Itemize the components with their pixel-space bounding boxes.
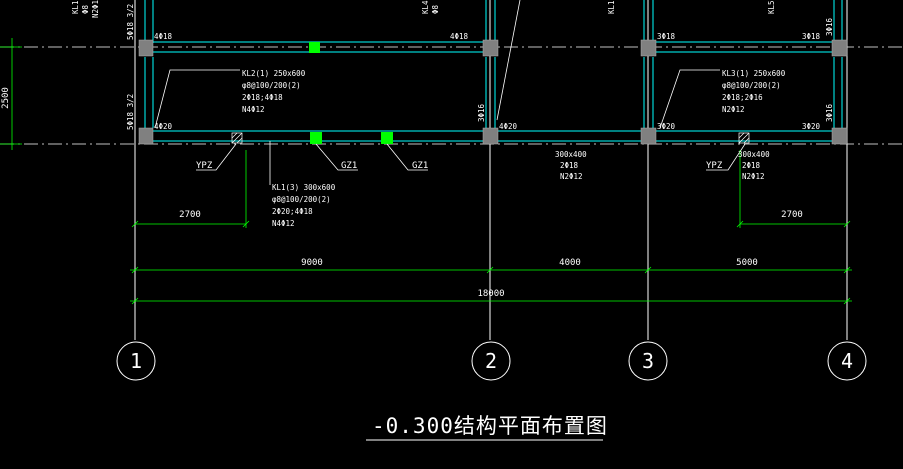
axis-label-3: 3 [642, 349, 654, 373]
leader-ypz-left [196, 143, 237, 171]
axis-bubble-1 [116, 341, 156, 381]
column-2a [482, 39, 499, 57]
dim-text-2700-right: 2700 [781, 210, 803, 220]
dim-text-9000: 9000 [301, 258, 323, 268]
kl1-line-2: φ8@100/200(2) [272, 195, 331, 204]
top-cut-note-2: Φ8 [431, 4, 440, 14]
axis-label-1: 1 [130, 349, 142, 373]
rebar-right-v2: 3Φ16 [825, 17, 834, 36]
gz-bottom-b [381, 132, 393, 144]
axis-label-2: 2 [485, 349, 497, 373]
kl1-line-4: N4Φ12 [272, 219, 295, 228]
rebar-bot-a4: 3Φ20 [802, 122, 821, 131]
span23-line-2: 2Φ18 [560, 161, 579, 170]
top-cut-note-3: N2Φ12 [91, 0, 100, 18]
column-1b [138, 127, 154, 145]
beam-kl1-annotation: KL1(3) 300x600 φ8@100/200(2) 2Φ20;4Φ18 N… [272, 183, 336, 228]
column-4b [831, 127, 848, 145]
axis-lines [134, 0, 848, 340]
top-cut-note-1: Φ8 [81, 4, 90, 14]
axis-bubble-4 [827, 341, 867, 381]
leader-lines [154, 0, 746, 185]
rebar-top-a4: 3Φ18 [802, 32, 821, 41]
beam-span23-annotation: 300x400 2Φ18 N2Φ12 [555, 150, 587, 181]
span34-line-3: N2Φ12 [742, 172, 765, 181]
column-4a [831, 39, 848, 57]
span23-line-3: N2Φ12 [560, 172, 583, 181]
kl3-line-2: φ8@100/200(2) [722, 81, 781, 90]
dim-text-18000: 18000 [477, 289, 504, 299]
beam-span34-annotation: 300x400 2Φ18 N2Φ12 [738, 150, 770, 181]
dim-text-2700-left: 2700 [179, 210, 201, 220]
label-gz1-b: GZ1 [412, 161, 428, 171]
column-2b [482, 127, 499, 145]
component-labels: YPZ YPZ GZ1 GZ1 [196, 161, 723, 171]
axis-label-4: 4 [841, 349, 853, 373]
drawing-title: -0.300结构平面布置图 [366, 414, 608, 441]
title-text: -0.300结构平面布置图 [372, 414, 608, 438]
rebar-top-a2: 4Φ18 [450, 32, 469, 41]
dim-text-5000: 5000 [736, 258, 758, 268]
ypz-pads [231, 132, 750, 144]
column-3a [640, 39, 657, 57]
leader-gz1-b [386, 143, 428, 171]
top-cut-kl1-left: KL1 [71, 0, 80, 14]
label-ypz-right: YPZ [706, 161, 723, 171]
axis-bubbles [116, 341, 867, 381]
beam-kl2-annotation: KL2(1) 250x600 φ8@100/200(2) 2Φ18;4Φ18 N… [242, 69, 306, 114]
dim-text-2500: 2500 [1, 87, 11, 109]
leader-kl2 [154, 69, 240, 129]
rebar-marks: 4Φ18 4Φ18 3Φ18 3Φ18 4Φ20 4Φ20 3Φ20 3Φ20 … [126, 4, 834, 131]
span34-line-2: 2Φ18 [742, 161, 761, 170]
dim-text-4000: 4000 [559, 258, 581, 268]
rebar-right-v1: 3Φ16 [825, 103, 834, 122]
leader-ypz-right [706, 143, 746, 171]
top-cut-kl5: KL5 [767, 0, 776, 14]
rebar-left-v2: 5Φ18 3/2 [126, 94, 135, 130]
span34-line-1: 300x400 [738, 150, 770, 159]
beam-kl3-annotation: KL3(1) 250x600 φ8@100/200(2) 2Φ18;2Φ16 N… [722, 69, 786, 114]
kl2-line-1: KL2(1) 250x600 [242, 69, 306, 78]
leader-gz1-a [315, 143, 358, 171]
kl3-line-3: 2Φ18;2Φ16 [722, 93, 763, 102]
kl2-line-4: N4Φ12 [242, 105, 265, 114]
kl3-line-4: N2Φ12 [722, 105, 745, 114]
dimension-texts: 2500 2700 2700 9000 4000 5000 18000 [1, 87, 803, 299]
gz-top [309, 42, 320, 53]
column-1a [138, 39, 154, 57]
kl3-line-1: KL3(1) 250x600 [722, 69, 786, 78]
axis-bubble-3 [628, 341, 668, 381]
label-gz1-a: GZ1 [341, 161, 357, 171]
rebar-top-a3: 3Φ18 [657, 32, 676, 41]
rebar-bot-a3: 3Φ20 [657, 122, 676, 131]
gz-bottom-a [310, 132, 322, 144]
label-ypz-left: YPZ [196, 161, 213, 171]
kl1-line-3: 2Φ20;4Φ18 [272, 207, 313, 216]
leader-top-cut [496, 0, 521, 121]
axis-labels: 1 2 3 4 [130, 349, 853, 373]
dimension-lines [0, 38, 852, 305]
rebar-bot-a2l: 3Φ16 [477, 103, 486, 122]
top-cut-kl1-right: KL1 [607, 0, 616, 14]
rebar-bot-a2r: 4Φ20 [499, 122, 518, 131]
columns [138, 39, 848, 145]
gz-columns [309, 42, 393, 144]
kl2-line-2: φ8@100/200(2) [242, 81, 301, 90]
rebar-top-a1: 4Φ18 [154, 32, 173, 41]
kl1-line-1: KL1(3) 300x600 [272, 183, 336, 192]
top-cut-labels: KL1 Φ8 N2Φ12 KL4 Φ8 KL1 KL5 [71, 0, 776, 18]
beams [144, 0, 843, 142]
axis-bubble-2 [471, 341, 511, 381]
leader-kl3 [659, 69, 720, 129]
span23-line-1: 300x400 [555, 150, 587, 159]
kl2-line-3: 2Φ18;4Φ18 [242, 93, 283, 102]
column-3b [640, 127, 657, 145]
rebar-left-v1: 5Φ18 3/2 [126, 4, 135, 40]
rebar-bot-a1: 4Φ20 [154, 122, 173, 131]
top-cut-kl4: KL4 [421, 0, 430, 14]
